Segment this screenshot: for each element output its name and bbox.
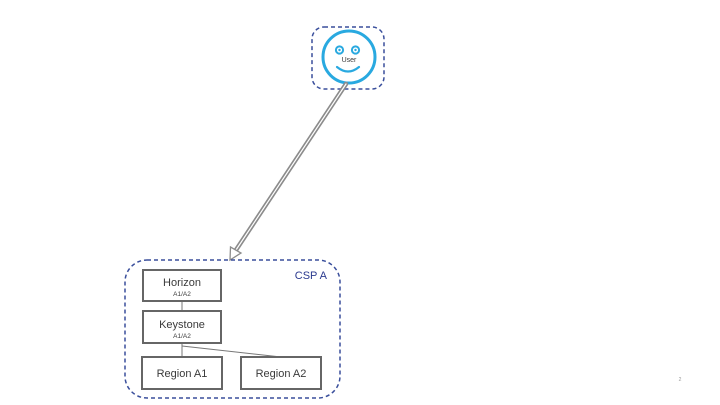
left-pupil <box>338 48 341 52</box>
keystone-region-a2-connector <box>181 345 282 358</box>
left-eye <box>334 45 345 55</box>
horizon-subtitle: A1/A2 <box>173 291 191 298</box>
keystone-title: Keystone <box>159 319 205 331</box>
region-a1-title: Region A1 <box>157 368 208 380</box>
csp-label: CSP A <box>295 270 328 282</box>
csp-dashed-frame <box>124 259 341 399</box>
horizon-node: Horizon A1/A2 <box>142 269 222 302</box>
region-a1-node: Region A1 <box>141 356 223 390</box>
page-number: 2 <box>679 377 682 383</box>
horizon-title: Horizon <box>163 277 201 289</box>
keystone-subtitle: A1/A2 <box>173 333 191 340</box>
user-label: User <box>342 57 357 64</box>
region-a2-title: Region A2 <box>256 368 307 380</box>
region-a2-node: Region A2 <box>240 356 322 390</box>
right-pupil <box>354 48 357 52</box>
right-eye <box>350 45 361 55</box>
smiley-user-icon <box>321 29 377 85</box>
user-group: User <box>311 26 385 90</box>
user-dashed-frame <box>311 26 385 90</box>
user-to-csp-arrow <box>229 81 349 262</box>
keystone-node: Keystone A1/A2 <box>142 310 222 344</box>
csp-group: CSP A Horizon A1/A2 Keystone A1/A2 Regio… <box>124 259 341 399</box>
smile <box>335 65 361 73</box>
